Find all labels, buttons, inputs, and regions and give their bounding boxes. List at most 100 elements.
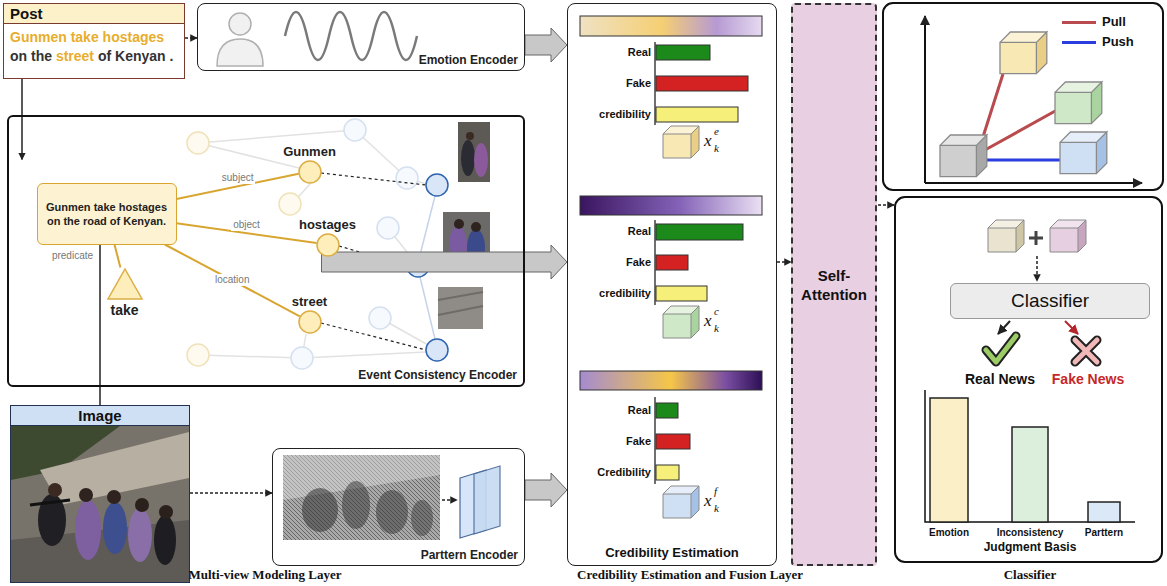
fused-cube (988, 220, 1024, 252)
legend-item: Pull (1062, 14, 1126, 30)
entity-circle (316, 233, 340, 257)
estimation-panel: Credibility Estimation (567, 3, 777, 566)
entity-circle (298, 160, 322, 184)
plot-axis (925, 16, 1142, 183)
cnn-icon (460, 466, 500, 538)
faded-node (291, 347, 313, 369)
text-label: Real (590, 224, 651, 239)
alignment-dash (321, 173, 426, 185)
pull-push-line (982, 74, 1003, 140)
faded-node (279, 193, 301, 215)
embedding-cube (1060, 132, 1107, 174)
cross-icon (1075, 340, 1097, 362)
flow-arrow (190, 492, 272, 494)
embedding-cube (1055, 92, 1091, 123)
math-symbol: x (704, 132, 712, 149)
pull-push-line (982, 74, 1062, 160)
text-label: Classifier (980, 567, 1080, 582)
credibility-gradient (580, 16, 762, 390)
image-photo (79, 488, 93, 502)
entity-circle (299, 161, 321, 183)
embedding-cube (940, 145, 976, 176)
embedding-cube (940, 135, 987, 177)
feature-arrow (442, 499, 457, 501)
text-label: Real (590, 45, 651, 60)
text-label: Parttern (1074, 525, 1134, 540)
post-word: . (170, 48, 174, 64)
block-arrow (525, 473, 567, 507)
event-box: Gunmen take hostages on the road of Keny… (37, 183, 177, 245)
check-icon (986, 336, 1016, 362)
basis-chart (1012, 427, 1048, 522)
texture-image (411, 500, 433, 536)
person-icon (217, 39, 263, 66)
region-photo (438, 287, 483, 329)
score-bar (656, 286, 707, 301)
image-photo (11, 426, 189, 582)
bar-axis (654, 42, 655, 484)
text-label: Emotion (919, 525, 979, 540)
math-symbol: f (714, 486, 717, 497)
embedding-cube (1036, 32, 1046, 74)
region-photo (458, 122, 490, 182)
flow-arrow (21, 79, 23, 160)
basis-chart (930, 398, 968, 522)
basis-chart (925, 390, 1135, 522)
score-bar (656, 255, 688, 270)
bar-axis (654, 397, 655, 484)
classifier-box: Classifier (950, 283, 1150, 319)
feature-cube (663, 126, 699, 158)
pull-push-line (985, 110, 1057, 150)
image-photo (159, 505, 173, 519)
person-icon (217, 13, 263, 66)
edge-label: location (213, 274, 251, 286)
concat-arrow (1036, 256, 1038, 281)
faded-graph (198, 130, 437, 358)
legend-line-sample (1062, 21, 1096, 24)
image-photo (48, 483, 62, 497)
faded-node (187, 344, 209, 366)
math-symbol: x (704, 312, 712, 329)
text-label: Fake (590, 76, 651, 91)
embedding-cube (940, 135, 987, 177)
faded-node (344, 119, 366, 141)
predicate-label: take (100, 302, 150, 319)
classifier-panel (895, 197, 1162, 562)
region-photo (461, 140, 475, 176)
text-label: Multi-view Modeling Layer (150, 567, 380, 582)
entity-label: street (280, 294, 340, 310)
feature-cube (691, 486, 699, 518)
faded-graph (302, 352, 426, 358)
embedding-cube (1096, 132, 1106, 174)
text-label: Real (590, 403, 651, 418)
region-photo (471, 222, 481, 232)
person-icon (229, 13, 251, 35)
encoder-box: Parttern Encoder (272, 448, 525, 566)
fused-cube (1050, 220, 1086, 252)
feature-cube (663, 486, 699, 518)
cross-icon (1075, 340, 1097, 362)
texture-image (302, 488, 338, 532)
attention-band: Self-Attention (791, 3, 877, 566)
math-symbol: k (714, 143, 719, 154)
feature-cube (691, 126, 699, 158)
cross-icon (1075, 340, 1097, 362)
region-photo (454, 219, 464, 229)
edge-label: object (231, 219, 262, 231)
score-bar (656, 224, 743, 240)
text-label: Inconsistency (990, 525, 1070, 540)
block-arrow (322, 245, 568, 279)
feature-cube (663, 126, 699, 158)
credibility-gradient (580, 16, 762, 36)
embedding-cube (1000, 32, 1047, 74)
node-heading: Image (11, 406, 189, 426)
node-label: Parttern Encoder (421, 548, 518, 562)
encoder-box: Emotion Encoder (197, 3, 525, 71)
fused-cube (988, 228, 1016, 252)
legend-text: Pull (1102, 14, 1126, 30)
region-photo (438, 292, 483, 315)
output-arrow (1065, 321, 1078, 334)
fused-cube (1050, 228, 1078, 252)
feature-cube (663, 494, 691, 518)
faded-node (396, 167, 418, 189)
